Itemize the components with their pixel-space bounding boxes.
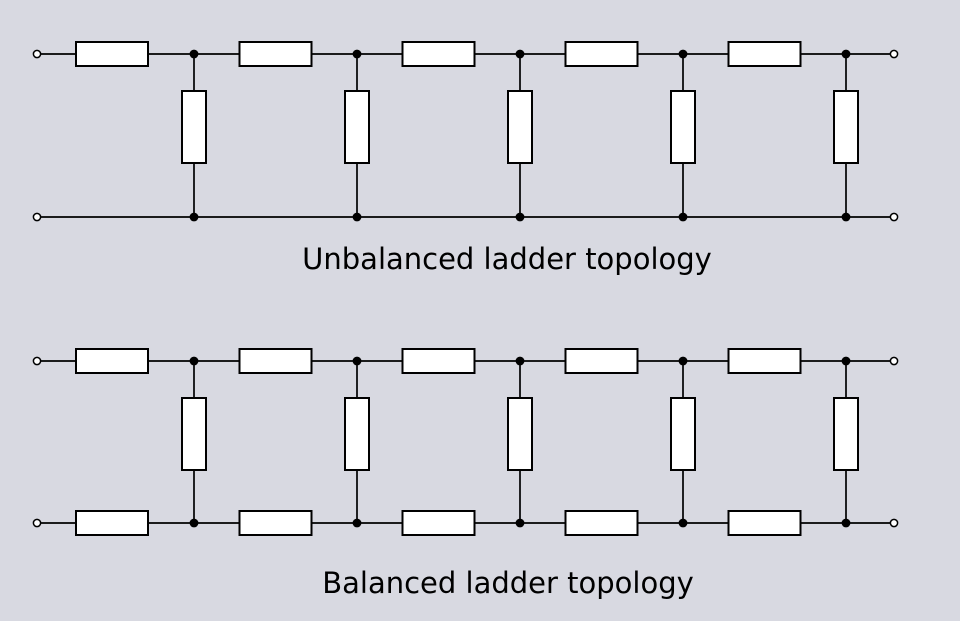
junction-dot <box>352 212 362 222</box>
shunt-resistor <box>507 397 533 471</box>
junction-dot <box>678 518 688 528</box>
junction-dot <box>515 518 525 528</box>
terminal <box>32 356 42 366</box>
shunt-resistor <box>344 90 370 164</box>
junction-dot <box>678 49 688 59</box>
junction-dot <box>841 212 851 222</box>
junction-dot <box>841 356 851 366</box>
shunt-resistor <box>833 90 859 164</box>
shunt-resistor <box>670 90 696 164</box>
junction-dot <box>841 49 851 59</box>
series-resistor <box>727 510 802 536</box>
junction-dot <box>189 518 199 528</box>
series-resistor <box>401 348 476 374</box>
shunt-resistor <box>181 397 207 471</box>
series-resistor <box>401 510 476 536</box>
shunt-resistor <box>670 397 696 471</box>
terminal <box>889 518 899 528</box>
junction-dot <box>678 356 688 366</box>
series-resistor <box>238 510 313 536</box>
shunt-resistor <box>507 90 533 164</box>
junction-dot <box>515 212 525 222</box>
terminal <box>889 49 899 59</box>
series-resistor <box>727 41 802 67</box>
balanced-ladder-title: Balanced ladder topology <box>322 566 694 600</box>
terminal <box>32 518 42 528</box>
series-resistor <box>75 348 149 374</box>
junction-dot <box>352 49 362 59</box>
junction-dot <box>352 356 362 366</box>
terminal <box>889 356 899 366</box>
junction-dot <box>841 518 851 528</box>
junction-dot <box>189 212 199 222</box>
series-resistor <box>75 510 149 536</box>
terminal <box>32 212 42 222</box>
junction-dot <box>678 212 688 222</box>
terminal <box>32 49 42 59</box>
series-resistor <box>75 41 149 67</box>
junction-dot <box>515 49 525 59</box>
shunt-resistor <box>181 90 207 164</box>
series-resistor <box>727 348 802 374</box>
shunt-resistor <box>344 397 370 471</box>
junction-dot <box>352 518 362 528</box>
unbalanced-ladder-diagram <box>32 41 899 222</box>
series-resistor <box>564 41 639 67</box>
shunt-resistor <box>833 397 859 471</box>
series-resistor <box>238 348 313 374</box>
junction-dot <box>515 356 525 366</box>
series-resistor <box>564 348 639 374</box>
series-resistor <box>401 41 476 67</box>
unbalanced-ladder-title: Unbalanced ladder topology <box>302 242 712 276</box>
series-resistor <box>238 41 313 67</box>
junction-dot <box>189 49 199 59</box>
terminal <box>889 212 899 222</box>
series-resistor <box>564 510 639 536</box>
junction-dot <box>189 356 199 366</box>
balanced-ladder-diagram <box>32 348 899 536</box>
